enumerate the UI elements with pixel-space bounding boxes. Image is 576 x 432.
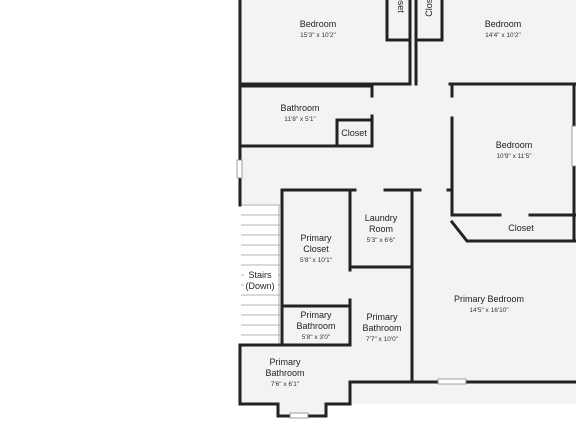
dims-bedroom-top-left: 15'3" x 10'2" <box>300 32 336 39</box>
label-primary-closet-line1: Primary <box>301 233 332 243</box>
label-stairs-line1: Stairs <box>248 270 272 280</box>
label-primary-closet-line2: Closet <box>303 244 329 254</box>
windows <box>236 125 576 419</box>
label-primary-bath-lower-line2: Bathroom <box>265 368 304 378</box>
stairs-label-bg <box>244 268 278 294</box>
dims-primary-bath-lower: 7'6" x 6'1" <box>271 381 300 388</box>
label-bedroom-top-left: Bedroom <box>300 19 337 29</box>
label-bathroom: Bathroom <box>280 103 319 113</box>
label-closet-bath: Closet <box>341 128 367 138</box>
label-laundry-line2: Room <box>369 224 393 234</box>
dims-primary-bath-mid: 7'7" x 10'0" <box>366 336 399 343</box>
floor-entry-nook <box>278 402 326 416</box>
label-primary-bath-mid-line2: Bathroom <box>362 323 401 333</box>
dims-bathroom: 11'8" x 5'1" <box>284 116 316 123</box>
floor-areas <box>238 0 576 416</box>
label-closet-right: Closet <box>508 223 534 233</box>
label-closet-top-b: Closet <box>424 0 434 17</box>
room-labels: Bedroom 15'3" x 10'2" Bedroom 14'4" x 10… <box>244 0 534 388</box>
dims-bedroom-right: 10'9" x 11'5" <box>496 153 532 160</box>
walls <box>238 0 576 418</box>
label-primary-bath-small-line1: Primary <box>301 310 332 320</box>
label-bedroom-right: Bedroom <box>496 140 533 150</box>
label-primary-bath-mid-line1: Primary <box>367 312 398 322</box>
label-primary-bath-small-line2: Bathroom <box>296 321 335 331</box>
floor-main <box>238 0 576 404</box>
dims-bedroom-top-right: 14'4" x 10'2" <box>485 32 521 39</box>
label-stairs-line2: (Down) <box>245 281 274 291</box>
label-primary-bedroom: Primary Bedroom <box>454 294 524 304</box>
label-bedroom-top-right: Bedroom <box>485 19 522 29</box>
dims-laundry: 5'3" x 6'6" <box>367 237 396 244</box>
label-laundry-line1: Laundry <box>365 213 398 223</box>
label-closet-top-a: Closet <box>396 0 406 13</box>
label-primary-bath-lower-line1: Primary <box>270 357 301 367</box>
dims-primary-bedroom: 14'5" x 16'10" <box>469 307 509 314</box>
dims-primary-bath-small: 5'8" x 3'0" <box>302 334 331 341</box>
dims-primary-closet: 5'8" x 10'1" <box>300 257 333 264</box>
